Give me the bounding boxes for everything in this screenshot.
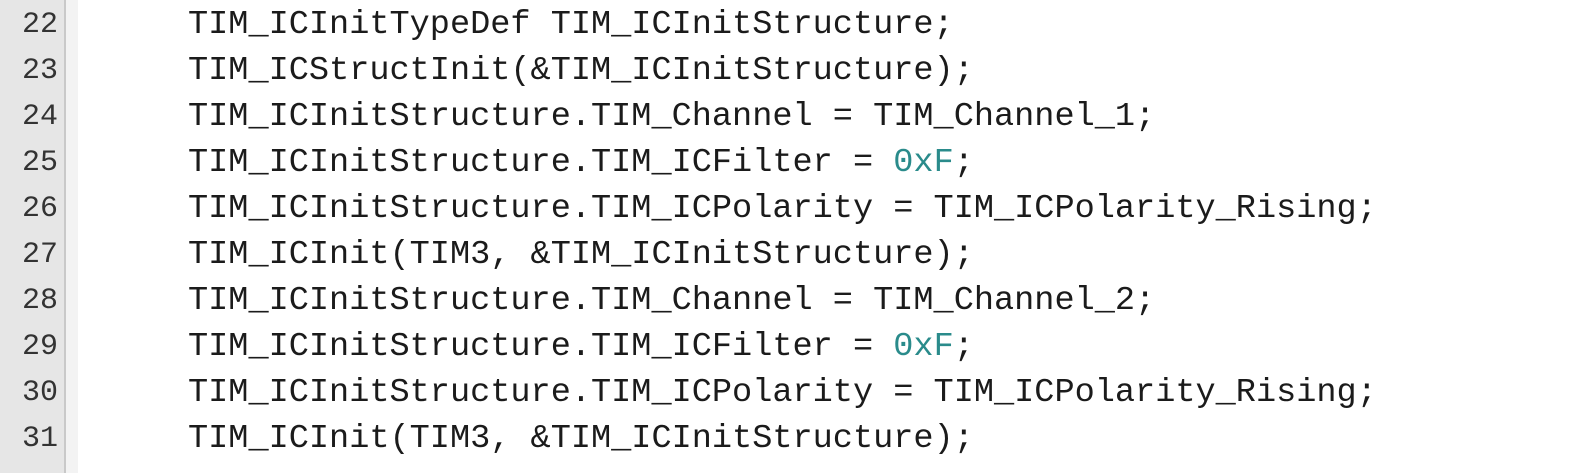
code-line-23[interactable]: 23 TIM_ICStructInit(&TIM_ICInitStructure… <box>0 48 1582 94</box>
code-segment: TIM_ICInitStructure.TIM_ICFilter = <box>188 328 894 366</box>
numeric-literal: 0xF <box>893 328 954 366</box>
code-line-29[interactable]: 29 TIM_ICInitStructure.TIM_ICFilter = 0x… <box>0 324 1582 370</box>
code-line-30[interactable]: 30 TIM_ICInitStructure.TIM_ICPolarity = … <box>0 370 1582 416</box>
line-number: 29 <box>21 330 58 364</box>
line-number: 23 <box>21 54 58 88</box>
code-text[interactable]: TIM_ICInitStructure.TIM_Channel = TIM_Ch… <box>188 282 1156 320</box>
code-segment: ; <box>953 328 974 366</box>
code-line-27[interactable]: 27 TIM_ICInit(TIM3, &TIM_ICInitStructure… <box>0 232 1582 278</box>
line-number: 31 <box>21 422 58 456</box>
code-text[interactable]: TIM_ICInitTypeDef TIM_ICInitStructure; <box>188 6 954 44</box>
code-text[interactable]: TIM_ICInitStructure.TIM_ICFilter = 0xF; <box>188 324 974 370</box>
line-number: 27 <box>21 238 58 272</box>
fold-margin <box>66 0 78 473</box>
code-line-28[interactable]: 28 TIM_ICInitStructure.TIM_Channel = TIM… <box>0 278 1582 324</box>
numeric-literal: 0xF <box>893 144 954 182</box>
gutter-divider <box>64 0 66 473</box>
code-text[interactable]: TIM_ICInitStructure.TIM_ICPolarity = TIM… <box>188 190 1377 228</box>
line-number: 25 <box>21 146 58 180</box>
code-line-24[interactable]: 24 TIM_ICInitStructure.TIM_Channel = TIM… <box>0 94 1582 140</box>
code-text[interactable]: TIM_ICInit(TIM3, &TIM_ICInitStructure); <box>188 236 974 274</box>
line-number: 22 <box>21 8 58 42</box>
code-segment: TIM_ICInitStructure.TIM_ICFilter = <box>188 144 894 182</box>
line-number: 28 <box>21 284 58 318</box>
code-text[interactable]: TIM_ICInitStructure.TIM_ICFilter = 0xF; <box>188 140 974 186</box>
code-segment: ; <box>953 144 974 182</box>
line-number: 30 <box>21 376 58 410</box>
code-line-31[interactable]: 31 TIM_ICInit(TIM3, &TIM_ICInitStructure… <box>0 416 1582 462</box>
code-line-26[interactable]: 26 TIM_ICInitStructure.TIM_ICPolarity = … <box>0 186 1582 232</box>
code-text[interactable]: TIM_ICInitStructure.TIM_Channel = TIM_Ch… <box>188 98 1156 136</box>
line-number: 24 <box>21 100 58 134</box>
code-line-22[interactable]: 22 TIM_ICInitTypeDef TIM_ICInitStructure… <box>0 2 1582 48</box>
line-number: 26 <box>21 192 58 226</box>
code-text[interactable]: TIM_ICStructInit(&TIM_ICInitStructure); <box>188 52 974 90</box>
line-number-gutter <box>0 0 64 473</box>
code-text[interactable]: TIM_ICInitStructure.TIM_ICPolarity = TIM… <box>188 374 1377 412</box>
code-line-25[interactable]: 25 TIM_ICInitStructure.TIM_ICFilter = 0x… <box>0 140 1582 186</box>
code-text[interactable]: TIM_ICInit(TIM3, &TIM_ICInitStructure); <box>188 420 974 458</box>
